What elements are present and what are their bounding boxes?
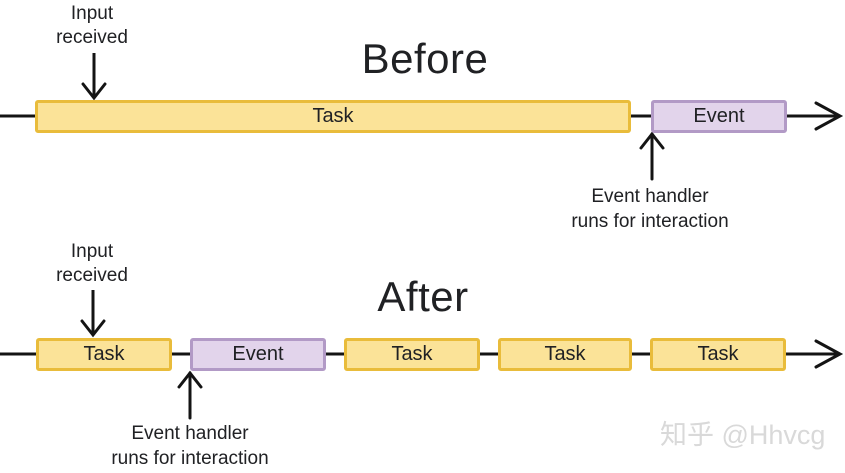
task-label: Task: [544, 343, 586, 365]
task-label: Task: [391, 343, 433, 365]
event-box: Event: [190, 338, 326, 371]
event-box: Event: [651, 100, 787, 133]
before-title: Before: [361, 35, 489, 82]
task-box: Task: [650, 338, 786, 371]
task-box: Task: [36, 338, 172, 371]
task-box: Task: [35, 100, 631, 133]
input-received-label: Input received: [56, 3, 128, 48]
event-label: Event: [232, 343, 284, 365]
task-label: Task: [312, 105, 354, 127]
task-label: Task: [83, 343, 125, 365]
task-label: Task: [697, 343, 739, 365]
down-arrow-icon: [81, 53, 107, 101]
up-arrow-icon: [177, 370, 203, 420]
event-handler-annotation: Event handler runs for interaction: [111, 423, 269, 469]
down-arrow-icon: [80, 290, 106, 338]
up-arrow-icon: [639, 131, 665, 181]
watermark: 知乎 @Hhvcg: [660, 420, 826, 450]
task-box: Task: [498, 338, 632, 371]
event-handler-annotation: Event handler runs for interaction: [571, 186, 729, 232]
after-title: After: [377, 273, 469, 320]
task-box: Task: [344, 338, 480, 371]
event-label: Event: [693, 105, 745, 127]
input-received-label: Input received: [56, 241, 128, 286]
